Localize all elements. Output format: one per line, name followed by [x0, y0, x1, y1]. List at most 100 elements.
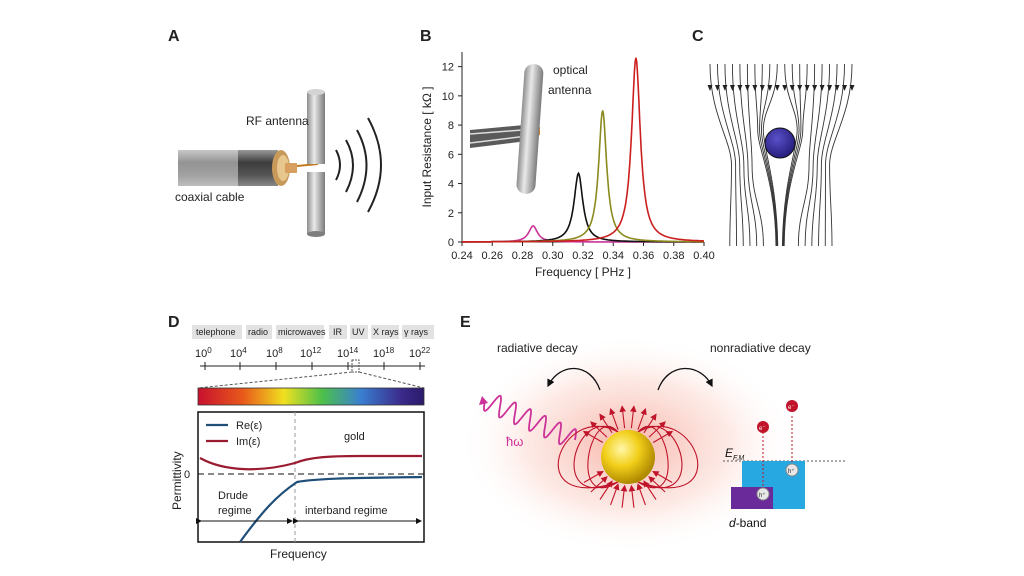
re-epsilon-curve — [239, 475, 423, 543]
radial-field-arrow — [609, 408, 619, 430]
band-radio: radio — [248, 327, 268, 337]
band-diagram: EF,M d-band e⁻ e⁻ h⁺ h⁺ — [723, 400, 845, 530]
field-line — [829, 63, 853, 247]
electron-1-label: e⁻ — [759, 426, 766, 432]
band-microwaves: microwaves — [278, 327, 326, 337]
band-gamma: γ rays — [404, 327, 429, 337]
field-line — [783, 63, 808, 247]
axis-label-permittivity: Permittivity — [170, 451, 184, 510]
field-line — [709, 63, 732, 247]
y-tick-label: 12 — [442, 62, 454, 74]
radial-field-arrow — [652, 430, 674, 443]
radial-field-arrow — [636, 483, 646, 506]
radial-field-arrow — [590, 476, 608, 493]
photon-wave — [483, 394, 577, 446]
x-axis-label: Frequency [ PHz ] — [535, 265, 631, 279]
field-line — [782, 63, 800, 247]
field-line — [759, 63, 778, 247]
spectrum-bands: telephone radio microwaves IR UV X rays … — [192, 325, 434, 339]
radial-field-arrow — [652, 470, 673, 483]
field-arrow — [729, 85, 735, 91]
radial-field-arrow — [628, 484, 636, 508]
hole-2-icon — [785, 463, 799, 477]
panel-letter-a: A — [168, 28, 180, 45]
field-line — [781, 63, 798, 247]
radial-field-arrow — [599, 413, 613, 434]
band-xrays: X rays — [373, 327, 399, 337]
radial-field-arrow — [648, 421, 666, 438]
field-line — [724, 63, 744, 247]
field-line — [824, 63, 845, 247]
field-arrow — [752, 85, 758, 91]
resonance-series-4 — [462, 57, 704, 243]
field-arrow — [804, 85, 810, 91]
x-tick-label: 0.34 — [603, 250, 624, 262]
scale-label-0: 100 — [195, 346, 212, 360]
radial-field-arrow — [643, 413, 657, 434]
field-arrow — [849, 85, 855, 91]
resonance-series-2 — [462, 171, 704, 243]
scale-label-22: 1022 — [409, 346, 431, 360]
field-arrow — [707, 85, 713, 91]
band-uv: UV — [352, 327, 365, 337]
field-line — [762, 63, 779, 247]
scale-label-4: 104 — [230, 346, 247, 360]
x-tick-label: 0.38 — [663, 250, 684, 262]
x-tick-label: 0.40 — [693, 250, 714, 262]
field-arrow — [774, 85, 780, 91]
panel-d: D telephone radio microwaves IR UV X ray… — [168, 314, 434, 561]
y-axis-label: Input Resistance [ kΩ ] — [420, 86, 434, 207]
radial-field-arrow — [619, 405, 626, 429]
label-interband: interband regime — [305, 505, 388, 517]
hole-2-label: h⁺ — [788, 468, 795, 475]
y-tick-label: 6 — [448, 149, 454, 161]
y-tick-label: 10 — [442, 91, 454, 103]
y-tick-label: 2 — [448, 208, 454, 220]
optical-antenna-graphic — [469, 64, 544, 194]
field-arrow — [782, 85, 788, 91]
field-arrow — [812, 85, 818, 91]
scale-label-18: 1018 — [373, 346, 395, 360]
radial-field-arrow — [582, 430, 604, 443]
scale-label-14: 1014 — [337, 346, 359, 360]
x-tick-label: 0.24 — [451, 250, 472, 262]
electron-2-icon — [786, 400, 798, 412]
band-ir: IR — [333, 327, 343, 337]
radio-wave-arcs — [335, 117, 382, 213]
x-tick-label: 0.30 — [542, 250, 563, 262]
field-line — [811, 63, 831, 247]
legend-im: Im(ε) — [236, 436, 260, 448]
gold-nanoparticle-icon — [601, 430, 655, 484]
radial-field-arrow — [599, 480, 613, 500]
panel-letter-b: B — [420, 28, 432, 45]
panel-c: C — [692, 28, 855, 247]
panel-a: A RF antenna coaxial cable — [168, 28, 382, 237]
x-tick-label: 0.32 — [572, 250, 593, 262]
hole-1-label: h⁺ — [759, 492, 766, 499]
dipole-field-lines — [557, 405, 699, 508]
label-drude-1: Drude — [218, 490, 248, 502]
y-tick-label: 8 — [448, 120, 454, 132]
radial-field-arrow — [630, 405, 637, 429]
field-line — [760, 63, 778, 247]
field-line — [783, 63, 802, 247]
label-nonradiative-decay: nonradiative decay — [710, 341, 811, 355]
label-antenna: antenna — [548, 83, 592, 97]
radial-field-arrow — [583, 470, 604, 483]
field-arrow — [842, 85, 848, 91]
field-line — [804, 63, 823, 247]
im-epsilon-curve — [199, 454, 422, 471]
nonradiative-arrow — [657, 367, 713, 391]
band-telephone: telephone — [196, 327, 236, 337]
radial-field-arrow — [590, 421, 608, 438]
label-rf-antenna: RF antenna — [246, 114, 309, 128]
field-arrow — [834, 85, 840, 91]
label-optical: optical — [553, 63, 588, 77]
nanoparticle-icon — [764, 127, 796, 159]
field-arrow — [722, 85, 728, 91]
field-line — [797, 63, 816, 247]
label-hbar-omega: ħω — [506, 434, 523, 449]
scale-label-12: 1012 — [300, 346, 322, 360]
